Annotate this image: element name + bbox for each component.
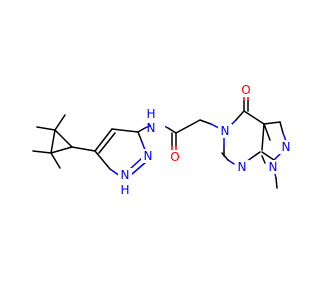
double-bond-inner [263,123,271,141]
bond [50,146,73,154]
atom-label-n-pyrazolo-top: N [282,140,291,154]
bond [210,123,220,129]
bond [94,150,111,170]
bond [263,121,281,125]
bond [235,110,245,121]
bond [227,159,235,165]
methyl-bond [54,114,66,131]
methyl-bond [36,126,56,131]
bond [175,119,201,134]
pyrazole-ring [94,128,147,177]
tetramethylcyclopropyl-group [32,114,96,169]
bond [137,127,146,133]
methyl-bond [275,177,278,189]
atom-label-h-amide: H [146,107,155,121]
double-bond [221,152,229,161]
atom-label-o-amide: O [170,150,179,164]
bond [199,119,212,125]
methyl-bond [32,150,52,154]
atom-label-n-pyrazole: N [144,149,153,163]
methyl-bond [50,152,61,169]
atom-labels: N H O N N H N O N N N [118,83,293,197]
atom-label-n-methyl: N [269,160,278,174]
bond [71,146,96,152]
bond [137,131,143,143]
bond [50,129,56,154]
bond [243,110,265,125]
double-bond [129,157,143,170]
atom-label-h-pyrazole: H [120,183,129,197]
pyrazolopyrimidinone-ring [221,93,287,189]
atom-label-n-pyrazole-nh: N [121,168,130,182]
double-bond [98,132,116,154]
bond [249,151,261,160]
bond [261,123,265,151]
double-bond [131,161,147,175]
molecule-structure: N H O N N H N O N N N [32,83,293,197]
bond [94,128,113,152]
molecule-diagram: N H O N N H N O N N N [32,83,293,197]
atom-label-n5: N [221,124,230,138]
bond [167,127,177,134]
bond [282,132,287,142]
bond [261,151,275,161]
double-bond [261,155,266,164]
bond [141,141,146,151]
bond [111,128,139,133]
bond [279,121,284,134]
bond [54,129,73,148]
atom-label-n-amide: N [147,121,156,135]
atom-label-n-pyrimidine: N [238,160,247,174]
atom-label-o-pyrimidinone: O [241,83,250,97]
